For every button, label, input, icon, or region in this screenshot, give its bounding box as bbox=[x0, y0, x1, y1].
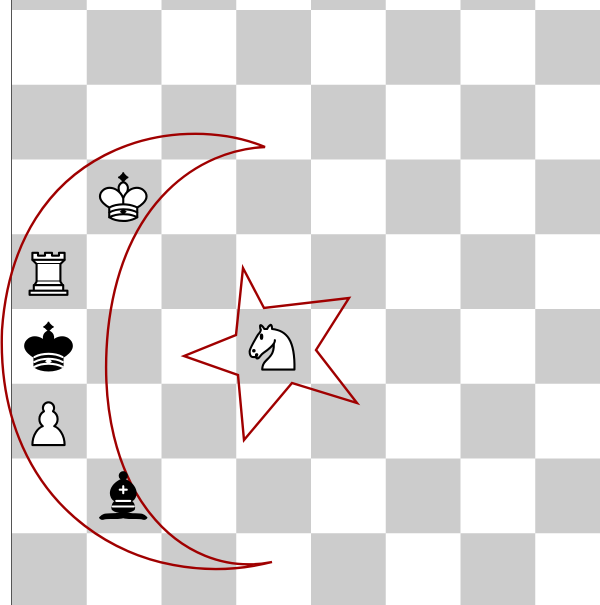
light-square[interactable] bbox=[236, 0, 311, 11]
light-square[interactable] bbox=[386, 384, 461, 459]
light-square[interactable] bbox=[461, 459, 536, 534]
light-square[interactable] bbox=[535, 533, 600, 605]
dark-square[interactable] bbox=[386, 10, 461, 85]
light-square[interactable] bbox=[535, 384, 600, 459]
dark-square[interactable] bbox=[461, 85, 536, 160]
light-square[interactable] bbox=[311, 160, 386, 235]
dark-square[interactable] bbox=[386, 309, 461, 384]
dark-square[interactable] bbox=[535, 10, 600, 85]
light-square[interactable] bbox=[535, 0, 600, 11]
dark-square[interactable] bbox=[87, 309, 162, 384]
light-square[interactable] bbox=[87, 384, 162, 459]
light-square[interactable] bbox=[87, 234, 162, 309]
dark-square[interactable] bbox=[162, 384, 237, 459]
dark-square[interactable] bbox=[461, 0, 536, 11]
light-square[interactable] bbox=[236, 384, 311, 459]
dark-square[interactable] bbox=[162, 85, 237, 160]
dark-square[interactable] bbox=[461, 234, 536, 309]
dark-square[interactable] bbox=[311, 85, 386, 160]
light-square[interactable] bbox=[87, 0, 162, 11]
dark-square[interactable] bbox=[461, 533, 536, 605]
dark-square[interactable] bbox=[311, 0, 386, 11]
dark-square[interactable] bbox=[162, 234, 237, 309]
dark-square[interactable] bbox=[311, 384, 386, 459]
light-square[interactable] bbox=[386, 234, 461, 309]
light-square[interactable] bbox=[461, 160, 536, 235]
light-square[interactable] bbox=[311, 10, 386, 85]
dark-square[interactable] bbox=[386, 160, 461, 235]
light-square[interactable] bbox=[87, 533, 162, 605]
light-square[interactable] bbox=[162, 309, 237, 384]
light-square[interactable] bbox=[535, 85, 600, 160]
light-square[interactable] bbox=[236, 234, 311, 309]
dark-square[interactable] bbox=[12, 0, 87, 11]
dark-square[interactable] bbox=[461, 384, 536, 459]
dark-square[interactable] bbox=[12, 85, 87, 160]
light-square[interactable] bbox=[461, 10, 536, 85]
dark-square[interactable] bbox=[162, 0, 237, 11]
light-square[interactable] bbox=[162, 459, 237, 534]
light-square[interactable] bbox=[87, 85, 162, 160]
light-square[interactable] bbox=[386, 533, 461, 605]
light-square[interactable] bbox=[236, 533, 311, 605]
dark-square[interactable] bbox=[535, 459, 600, 534]
dark-square[interactable] bbox=[236, 459, 311, 534]
dark-square[interactable] bbox=[12, 533, 87, 605]
light-square[interactable] bbox=[162, 10, 237, 85]
dark-square[interactable] bbox=[535, 160, 600, 235]
light-square[interactable] bbox=[311, 459, 386, 534]
light-square[interactable] bbox=[386, 0, 461, 11]
dark-square[interactable] bbox=[236, 10, 311, 85]
dark-square[interactable] bbox=[236, 160, 311, 235]
light-square[interactable] bbox=[162, 160, 237, 235]
dark-square[interactable] bbox=[87, 10, 162, 85]
light-square[interactable] bbox=[12, 160, 87, 235]
dark-square[interactable] bbox=[386, 459, 461, 534]
light-square[interactable] bbox=[535, 234, 600, 309]
dark-square[interactable] bbox=[535, 309, 600, 384]
light-square[interactable] bbox=[461, 309, 536, 384]
light-square[interactable] bbox=[311, 309, 386, 384]
light-square[interactable] bbox=[12, 459, 87, 534]
light-square[interactable] bbox=[12, 10, 87, 85]
dark-square[interactable] bbox=[311, 533, 386, 605]
light-square[interactable] bbox=[386, 85, 461, 160]
